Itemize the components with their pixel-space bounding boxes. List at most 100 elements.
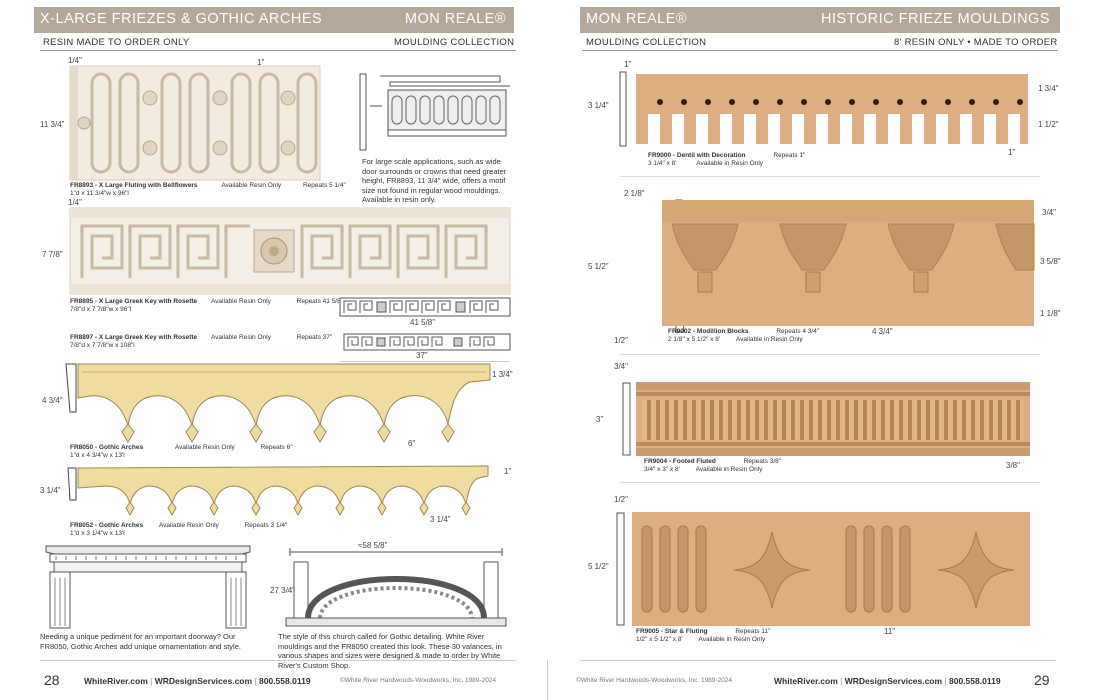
item-name: FR8893 - X Large Fluting with Bellflower… [70, 182, 198, 189]
left-header-bar: X-LARGE FRIEZES & GOTHIC ARCHES MON REAL… [34, 7, 514, 33]
item-size: 1"d x 3 1/4"w x 13'l [70, 530, 125, 537]
website-link[interactable]: WhiteRiver.com [774, 676, 838, 686]
fr8050-caption: FR8050 - Gothic Arches Available Resin O… [70, 444, 293, 460]
right-divider [582, 50, 1058, 51]
left-divider [40, 50, 516, 51]
item-repeats: Repeats 41 5/8" [296, 298, 344, 305]
item-name: FR9002 - Modillion Blocks [668, 328, 749, 335]
left-footer-contact: WhiteRiver.com | WRDesignServices.com | … [84, 676, 311, 686]
dim-label: 1 3/4" [1038, 84, 1059, 93]
item-repeats: Repeats 11" [735, 628, 771, 635]
note-large-scale: For large scale applications, such as wi… [362, 157, 507, 204]
left-header-title: X-LARGE FRIEZES & GOTHIC ARCHES [40, 11, 323, 27]
item-size: 3 1/4" x 8' [648, 160, 677, 167]
item-size: 1"d x 11 3/4"w x 96"l [70, 190, 129, 197]
dim-label: 5 1/2" [588, 262, 609, 271]
dim-label: 11 3/4" [40, 120, 65, 129]
dim-label: 1" [257, 58, 265, 67]
fr8897-caption: FR8897 - X Large Greek Key with Rosette … [70, 334, 332, 350]
dim-label: 41 5/8" [410, 318, 436, 327]
divider [340, 361, 510, 362]
fr8052-caption: FR8052 - Gothic Arches Available Resin O… [70, 522, 287, 538]
dim-label: 3/4" [614, 362, 628, 371]
dim-label: 1" [624, 60, 632, 69]
fr9000-dentil-image [619, 71, 1028, 147]
dim-label: 1/4" [68, 198, 82, 207]
right-header-brand: MON REALE® [586, 11, 688, 27]
item-availability: Available in Resin Only [698, 636, 766, 643]
item-availability: Available in Resin Only [695, 466, 763, 473]
left-collection-label: MOULDING COLLECTION [394, 37, 515, 48]
dim-label: 1 1/2" [1038, 120, 1059, 129]
dim-label: 2 1/8" [624, 189, 645, 198]
item-name: FR8050 - Gothic Arches [70, 444, 144, 451]
fr9005-profile-drawing [616, 512, 625, 626]
footer-divider [580, 660, 1056, 661]
fr8895-caption: FR8895 - X Large Greek Key with Rosette … [70, 298, 343, 314]
greek-key-pattern-drawing [339, 297, 511, 317]
left-copyright: ©White River Hardwoods-Woodworks, Inc. 1… [340, 677, 497, 684]
item-availability: Available Resin Only [210, 298, 271, 305]
dim-label: 1 1/8" [1040, 309, 1061, 318]
item-availability: Available Resin Only [174, 444, 235, 451]
item-availability: Available in Resin Only [696, 160, 764, 167]
website-link[interactable]: WhiteRiver.com [84, 676, 148, 686]
item-repeats: Repeats 4 3/4" [776, 328, 820, 335]
item-size: 1"d x 4 3/4"w x 13'l [70, 452, 125, 459]
dim-label: 1/2" [614, 495, 628, 504]
fr9000-caption: FR9000 - Dentil with Decoration Repeats … [648, 152, 805, 168]
item-size: 2 1/8" x 5 1/2" x 8' [668, 336, 721, 343]
right-footer-contact: WhiteRiver.com | WRDesignServices.com | … [774, 676, 1001, 686]
church-arch-drawing [285, 548, 507, 627]
right-subtitle: 8' RESIN ONLY • MADE TO ORDER [894, 37, 1058, 48]
right-copyright: ©White River Hardwoods-Woodworks, Inc. 1… [576, 677, 733, 684]
note-pediment: Needing a unique pediment for an importa… [40, 632, 241, 651]
fr9004-footed-fluted-image [636, 382, 1030, 456]
fr8895-greek-key-image [69, 207, 511, 295]
item-repeats: Repeats 3 1/4" [244, 522, 288, 529]
page-number-right: 29 [1034, 672, 1050, 688]
left-header-brand: MON REALE® [404, 11, 506, 27]
fr9002-modillion-image [662, 200, 1035, 326]
item-availability: Available Resin Only [221, 182, 282, 189]
phone-number: 800.558.0119 [949, 676, 1001, 686]
page-number-left: 28 [44, 672, 60, 688]
dim-label: 7 7/8" [42, 250, 63, 259]
fr8893-caption: FR8893 - X Large Fluting with Bellflower… [70, 182, 346, 198]
dim-label: 4 3/4" [872, 327, 893, 336]
dim-label: 1" [504, 467, 512, 476]
footer-divider [40, 660, 516, 661]
dim-label: 5 1/2" [588, 562, 609, 571]
fr9005-caption: FR9005 - Star & Fluting Repeats 11" 1/2"… [636, 628, 770, 644]
item-availability: Available Resin Only [210, 334, 271, 341]
dim-label: 1/2" [614, 336, 628, 345]
dim-label: 1" [1008, 148, 1016, 157]
fr9004-caption: FR9004 - Footed Fluted Repeats 3/8" 3/4"… [644, 458, 781, 474]
dim-label: 6" [408, 439, 416, 448]
item-name: FR8897 - X Large Greek Key with Rosette [70, 334, 198, 341]
dim-label: 27 3/4" [270, 586, 296, 595]
greek-key-pattern-drawing-2 [343, 333, 511, 351]
fr9005-star-fluting-image [632, 512, 1030, 626]
gutter-line [547, 660, 548, 700]
dim-label: 37" [416, 351, 428, 360]
dim-label: 3 1/4" [430, 515, 451, 524]
dim-label: 3/4" [1042, 208, 1056, 217]
fr8893-profile-drawing [359, 73, 510, 151]
fr8893-fluting-image [69, 65, 321, 181]
fr8052-gothic-arches-image [67, 465, 489, 517]
note-church: The style of this church called for Goth… [278, 632, 502, 670]
item-size: 7/8"d x 7 7/8"w x 96"l [70, 306, 132, 313]
item-availability: Available in Resin Only [735, 336, 803, 343]
design-services-link[interactable]: WRDesignServices.com [154, 676, 253, 686]
item-repeats: Repeats 6" [260, 444, 293, 451]
item-size: 1/2" x 5 1/2" x 8' [636, 636, 683, 643]
divider [620, 482, 1040, 483]
phone-number: 800.558.0119 [259, 676, 311, 686]
item-repeats: Repeats 3/8" [743, 458, 782, 465]
item-repeats: Repeats 5 1/4" [302, 182, 346, 189]
divider [620, 176, 1040, 177]
right-header-bar: MON REALE® HISTORIC FRIEZE MOULDINGS [580, 7, 1060, 33]
dim-label: 3 1/4" [588, 101, 609, 110]
design-services-link[interactable]: WRDesignServices.com [844, 676, 943, 686]
